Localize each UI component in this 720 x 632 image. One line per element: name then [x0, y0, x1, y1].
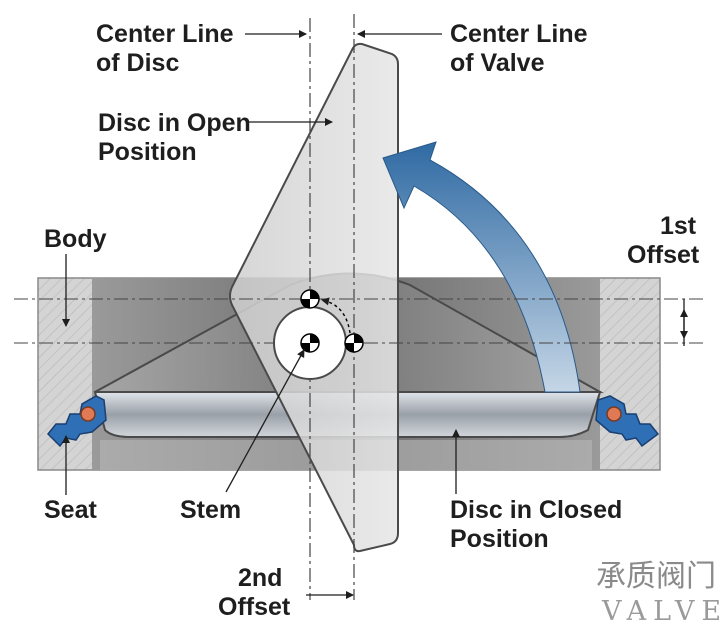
svg-text:2nd: 2nd	[238, 564, 282, 592]
svg-text:1st: 1st	[660, 212, 697, 240]
label-first-offset: 1st Offset	[627, 212, 700, 269]
disc-center-mark	[300, 289, 320, 309]
label-disc-closed: Disc in Closed Position	[450, 496, 622, 553]
svg-text:VALVE: VALVE	[601, 596, 720, 627]
rotation-arrow	[382, 141, 581, 393]
label-disc-open: Disc in Open Position	[98, 109, 251, 166]
svg-text:Center Line: Center Line	[96, 20, 234, 48]
stem-center-mark	[300, 333, 320, 353]
watermark: 承质阀门 VALVE	[596, 559, 720, 627]
label-center-line-disc: Center Line of Disc	[96, 20, 234, 77]
svg-text:Center Line: Center Line	[450, 20, 588, 48]
seat-right	[595, 395, 660, 448]
svg-text:Disc in Closed: Disc in Closed	[450, 496, 622, 524]
svg-text:Disc in Open: Disc in Open	[98, 109, 251, 137]
svg-text:of Disc: of Disc	[96, 49, 179, 77]
svg-text:of Valve: of Valve	[450, 49, 545, 77]
valve-center-mark	[344, 333, 364, 353]
label-second-offset: 2nd Offset	[218, 564, 291, 621]
svg-text:Position: Position	[98, 138, 197, 166]
svg-text:承质阀门: 承质阀门	[596, 559, 716, 594]
svg-text:Offset: Offset	[627, 241, 700, 269]
label-stem: Stem	[180, 496, 241, 524]
leader-lines	[62, 30, 688, 599]
label-seat: Seat	[44, 496, 97, 524]
label-center-line-valve: Center Line of Valve	[450, 20, 588, 77]
label-body: Body	[44, 225, 107, 253]
svg-text:Offset: Offset	[218, 593, 291, 621]
svg-text:Position: Position	[450, 525, 549, 553]
offset-arc-arrow	[321, 297, 351, 334]
